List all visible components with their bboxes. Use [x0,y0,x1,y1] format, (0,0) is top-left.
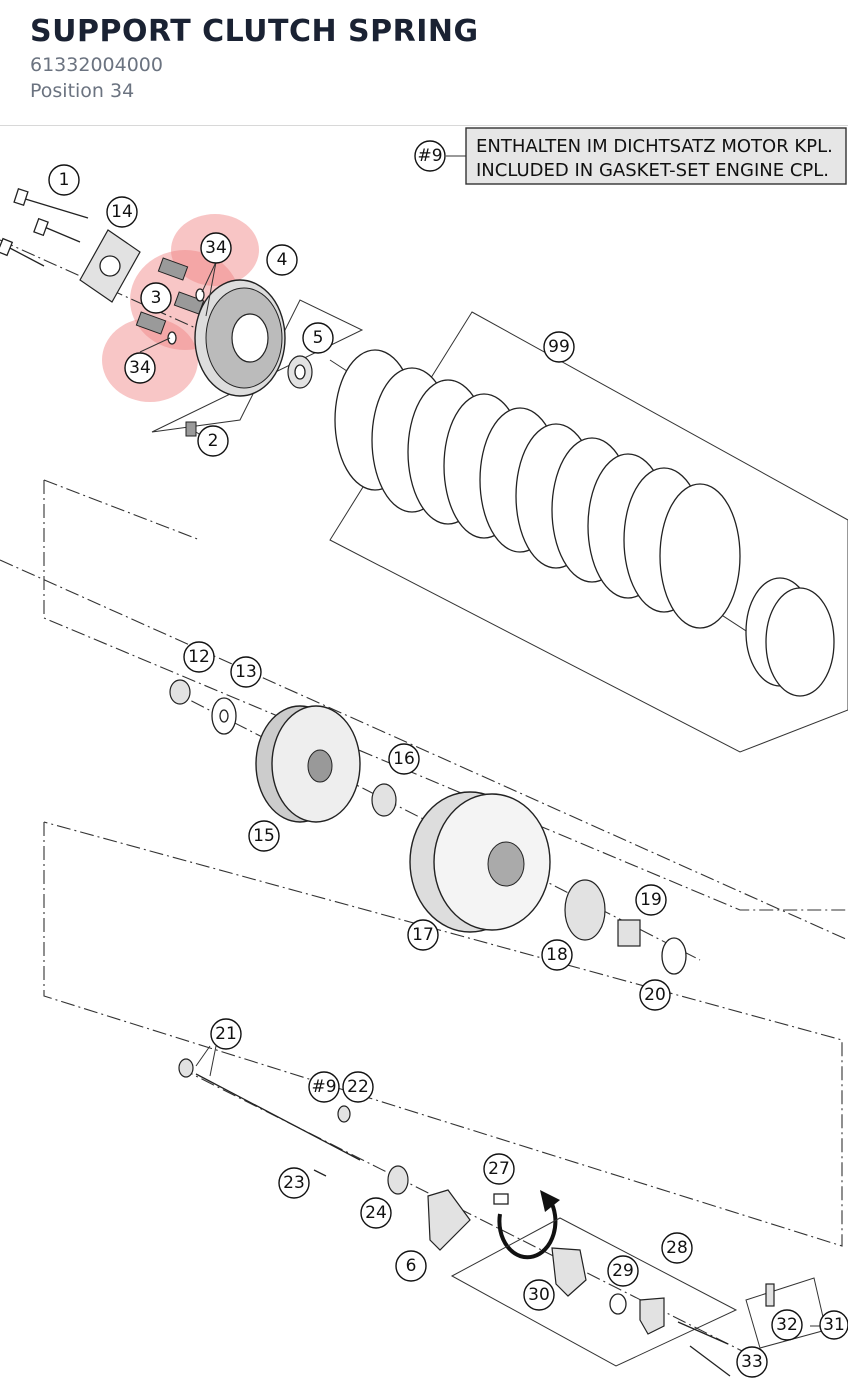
svg-text:34: 34 [129,358,151,378]
svg-text:3: 3 [151,288,162,308]
push-rod [195,1073,361,1161]
svg-text:12: 12 [188,647,210,667]
svg-text:21: 21 [215,1024,237,1044]
note-line-2: INCLUDED IN GASKET-SET ENGINE CPL. [476,160,829,181]
callout-15: 15 [248,820,280,852]
svg-text:18: 18 [546,945,568,965]
svg-text:20: 20 [644,985,666,1005]
callout-3: 3 [140,282,172,314]
svg-text:33: 33 [741,1352,763,1372]
svg-text:13: 13 [235,662,257,682]
svg-text:6: 6 [406,1256,417,1276]
svg-text:24: 24 [365,1203,387,1223]
svg-text:29: 29 [612,1261,634,1281]
callout-23: 23 [278,1167,310,1199]
callout-6: 6 [395,1250,427,1282]
callout-27: 27 [483,1153,515,1185]
svg-text:32: 32 [776,1315,798,1335]
callout-24: 24 [360,1197,392,1229]
svg-text:#9: #9 [417,146,442,166]
callout-19: 19 [635,884,667,916]
seal-ring [337,1105,351,1123]
exploded-diagram: ENTHALTEN IM DICHTSATZ MOTOR KPL. INCLUD… [0,127,848,1378]
svg-text:5: 5 [313,328,324,348]
callout-gasket-ref: #9 [308,1071,340,1103]
callout-31: 31 [819,1310,848,1340]
clutch-springs [135,257,205,335]
svg-text:28: 28 [666,1238,688,1258]
part-number: 61332004000 [30,54,163,76]
svg-text:4: 4 [277,250,288,270]
svg-text:2: 2 [208,431,219,451]
thrust-washer [371,783,397,817]
svg-text:22: 22 [347,1077,369,1097]
callout-13: 13 [230,656,262,688]
callout-note-ref: #9 [414,140,446,172]
note-line-1: ENTHALTEN IM DICHTSATZ MOTOR KPL. [476,136,833,157]
plate-pack-box [329,311,848,753]
page-title: SUPPORT CLUTCH SPRING [30,14,479,49]
callout-33: 33 [736,1346,768,1378]
callout-5: 5 [302,322,334,354]
outer-clutch-basket [409,791,551,933]
callout-12: 12 [183,641,215,673]
callout-1: 1 [48,164,80,196]
clutch-plates [334,349,835,697]
callout-34-bottom: 34 [124,352,156,384]
callout-16: 16 [388,743,420,775]
callout-2: 2 [197,425,229,457]
svg-text:19: 19 [640,890,662,910]
position-label: Position 34 [30,80,135,102]
callout-14: 14 [106,196,138,228]
callout-30: 30 [523,1279,555,1311]
small-spring [185,421,197,437]
o-ring [609,1293,627,1315]
clutch-nut [169,679,191,705]
svg-text:34: 34 [205,238,227,258]
needle-bearing [617,919,641,947]
actuator-box [450,1217,738,1367]
svg-text:23: 23 [283,1173,305,1193]
pressure-plate [194,279,286,397]
svg-text:14: 14 [111,202,133,222]
primary-gear [564,879,606,941]
rotation-arrow [497,1199,558,1260]
callout-18: 18 [541,939,573,971]
svg-text:15: 15 [253,826,275,846]
callout-20: 20 [639,979,671,1011]
svg-text:16: 16 [393,749,415,769]
callout-17: 17 [407,919,439,951]
inner-clutch-hub [255,705,361,823]
callout-29: 29 [607,1255,639,1287]
release-pin [493,1193,509,1205]
callout-4: 4 [266,244,298,276]
washer [661,937,687,975]
gasket-note: ENTHALTEN IM DICHTSATZ MOTOR KPL. INCLUD… [446,127,847,185]
release-bearing [387,1165,409,1195]
svg-text:17: 17 [412,925,434,945]
callout-34-top: 34 [200,232,232,264]
callout-22: 22 [342,1071,374,1103]
dash-box-2 [43,821,843,1247]
actuator-shaft [551,1247,587,1297]
svg-text:31: 31 [823,1315,845,1335]
svg-text:30: 30 [528,1285,550,1305]
svg-text:1: 1 [59,170,70,190]
callout-21: 21 [210,1018,242,1050]
page-header: SUPPORT CLUTCH SPRING 61332004000 Positi… [0,0,848,126]
release-lever [427,1189,471,1251]
callout-99: 99 [543,331,575,363]
bleeder-valve [765,1283,775,1307]
svg-text:99: 99 [548,337,570,357]
svg-text:#9: #9 [311,1077,336,1097]
callout-28: 28 [661,1232,693,1264]
bolts [0,187,89,267]
svg-text:27: 27 [488,1159,510,1179]
callout-32: 32 [771,1309,803,1341]
